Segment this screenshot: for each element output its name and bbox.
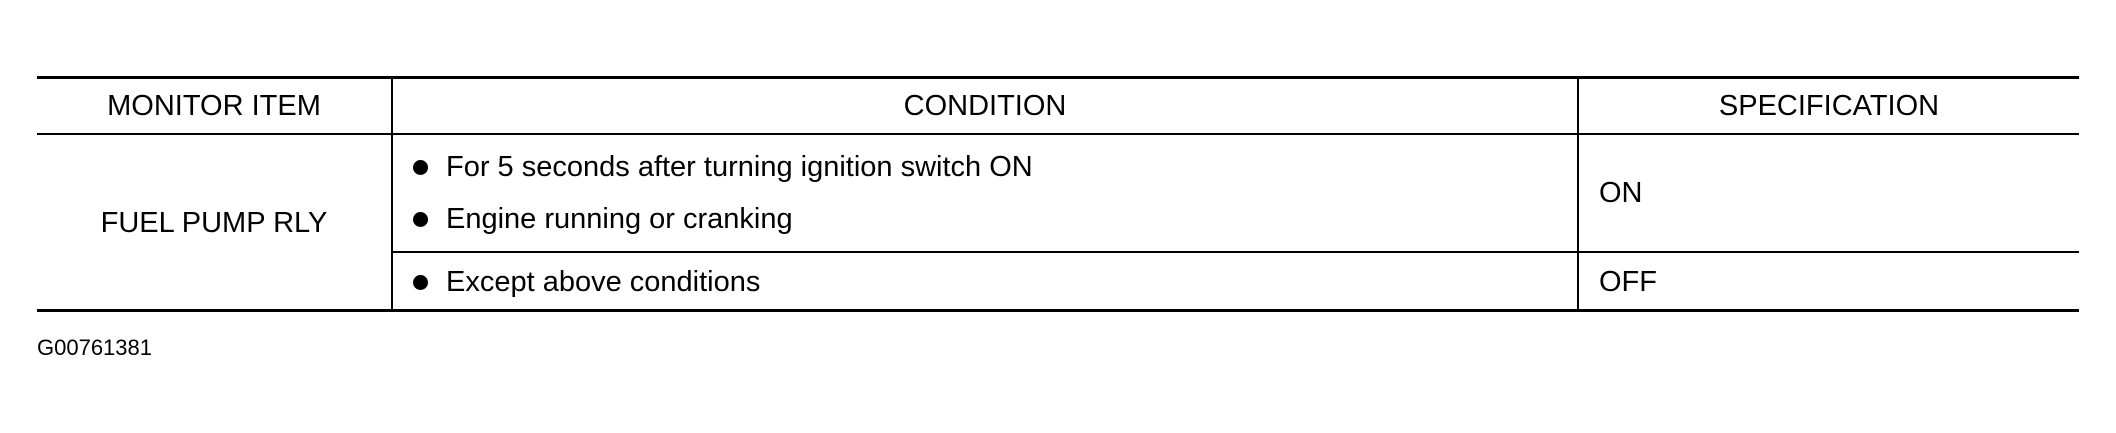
condition-row-1-line-2: Engine running or cranking — [413, 199, 1563, 239]
condition-row-2-line-1: Except above conditions — [413, 253, 1563, 312]
header-specification-label: SPECIFICATION — [1718, 89, 1940, 122]
header-condition-label: CONDITION — [903, 89, 1067, 122]
header-condition: CONDITION — [393, 79, 1577, 133]
header-specification: SPECIFICATION — [1579, 79, 2079, 133]
specification-row-1: ON — [1599, 135, 2069, 251]
specification-table: MONITOR ITEM CONDITION SPECIFICATION FUE… — [37, 76, 2079, 312]
header-monitor-item-label: MONITOR ITEM — [107, 89, 321, 122]
condition-text: For 5 seconds after turning ignition swi… — [446, 150, 1033, 183]
monitor-item-value: FUEL PUMP RLY — [100, 207, 328, 239]
condition-text: Except above conditions — [446, 266, 761, 298]
monitor-item-cell: FUEL PUMP RLY — [37, 135, 391, 312]
specification-row-2: OFF — [1599, 253, 2069, 312]
bullet-icon — [413, 275, 428, 290]
header-divider — [37, 133, 2079, 135]
specification-value: ON — [1599, 176, 1643, 209]
header-monitor-item: MONITOR ITEM — [37, 79, 391, 133]
column-divider-1 — [391, 79, 393, 309]
row-divider — [391, 251, 2079, 253]
bullet-icon — [413, 211, 428, 227]
figure-code: G00761381 — [37, 335, 152, 360]
condition-text: Engine running or cranking — [446, 202, 793, 235]
column-divider-2 — [1577, 79, 1579, 309]
bullet-icon — [413, 159, 428, 175]
condition-row-1-line-1: For 5 seconds after turning ignition swi… — [413, 147, 1563, 187]
specification-value: OFF — [1599, 266, 1657, 298]
